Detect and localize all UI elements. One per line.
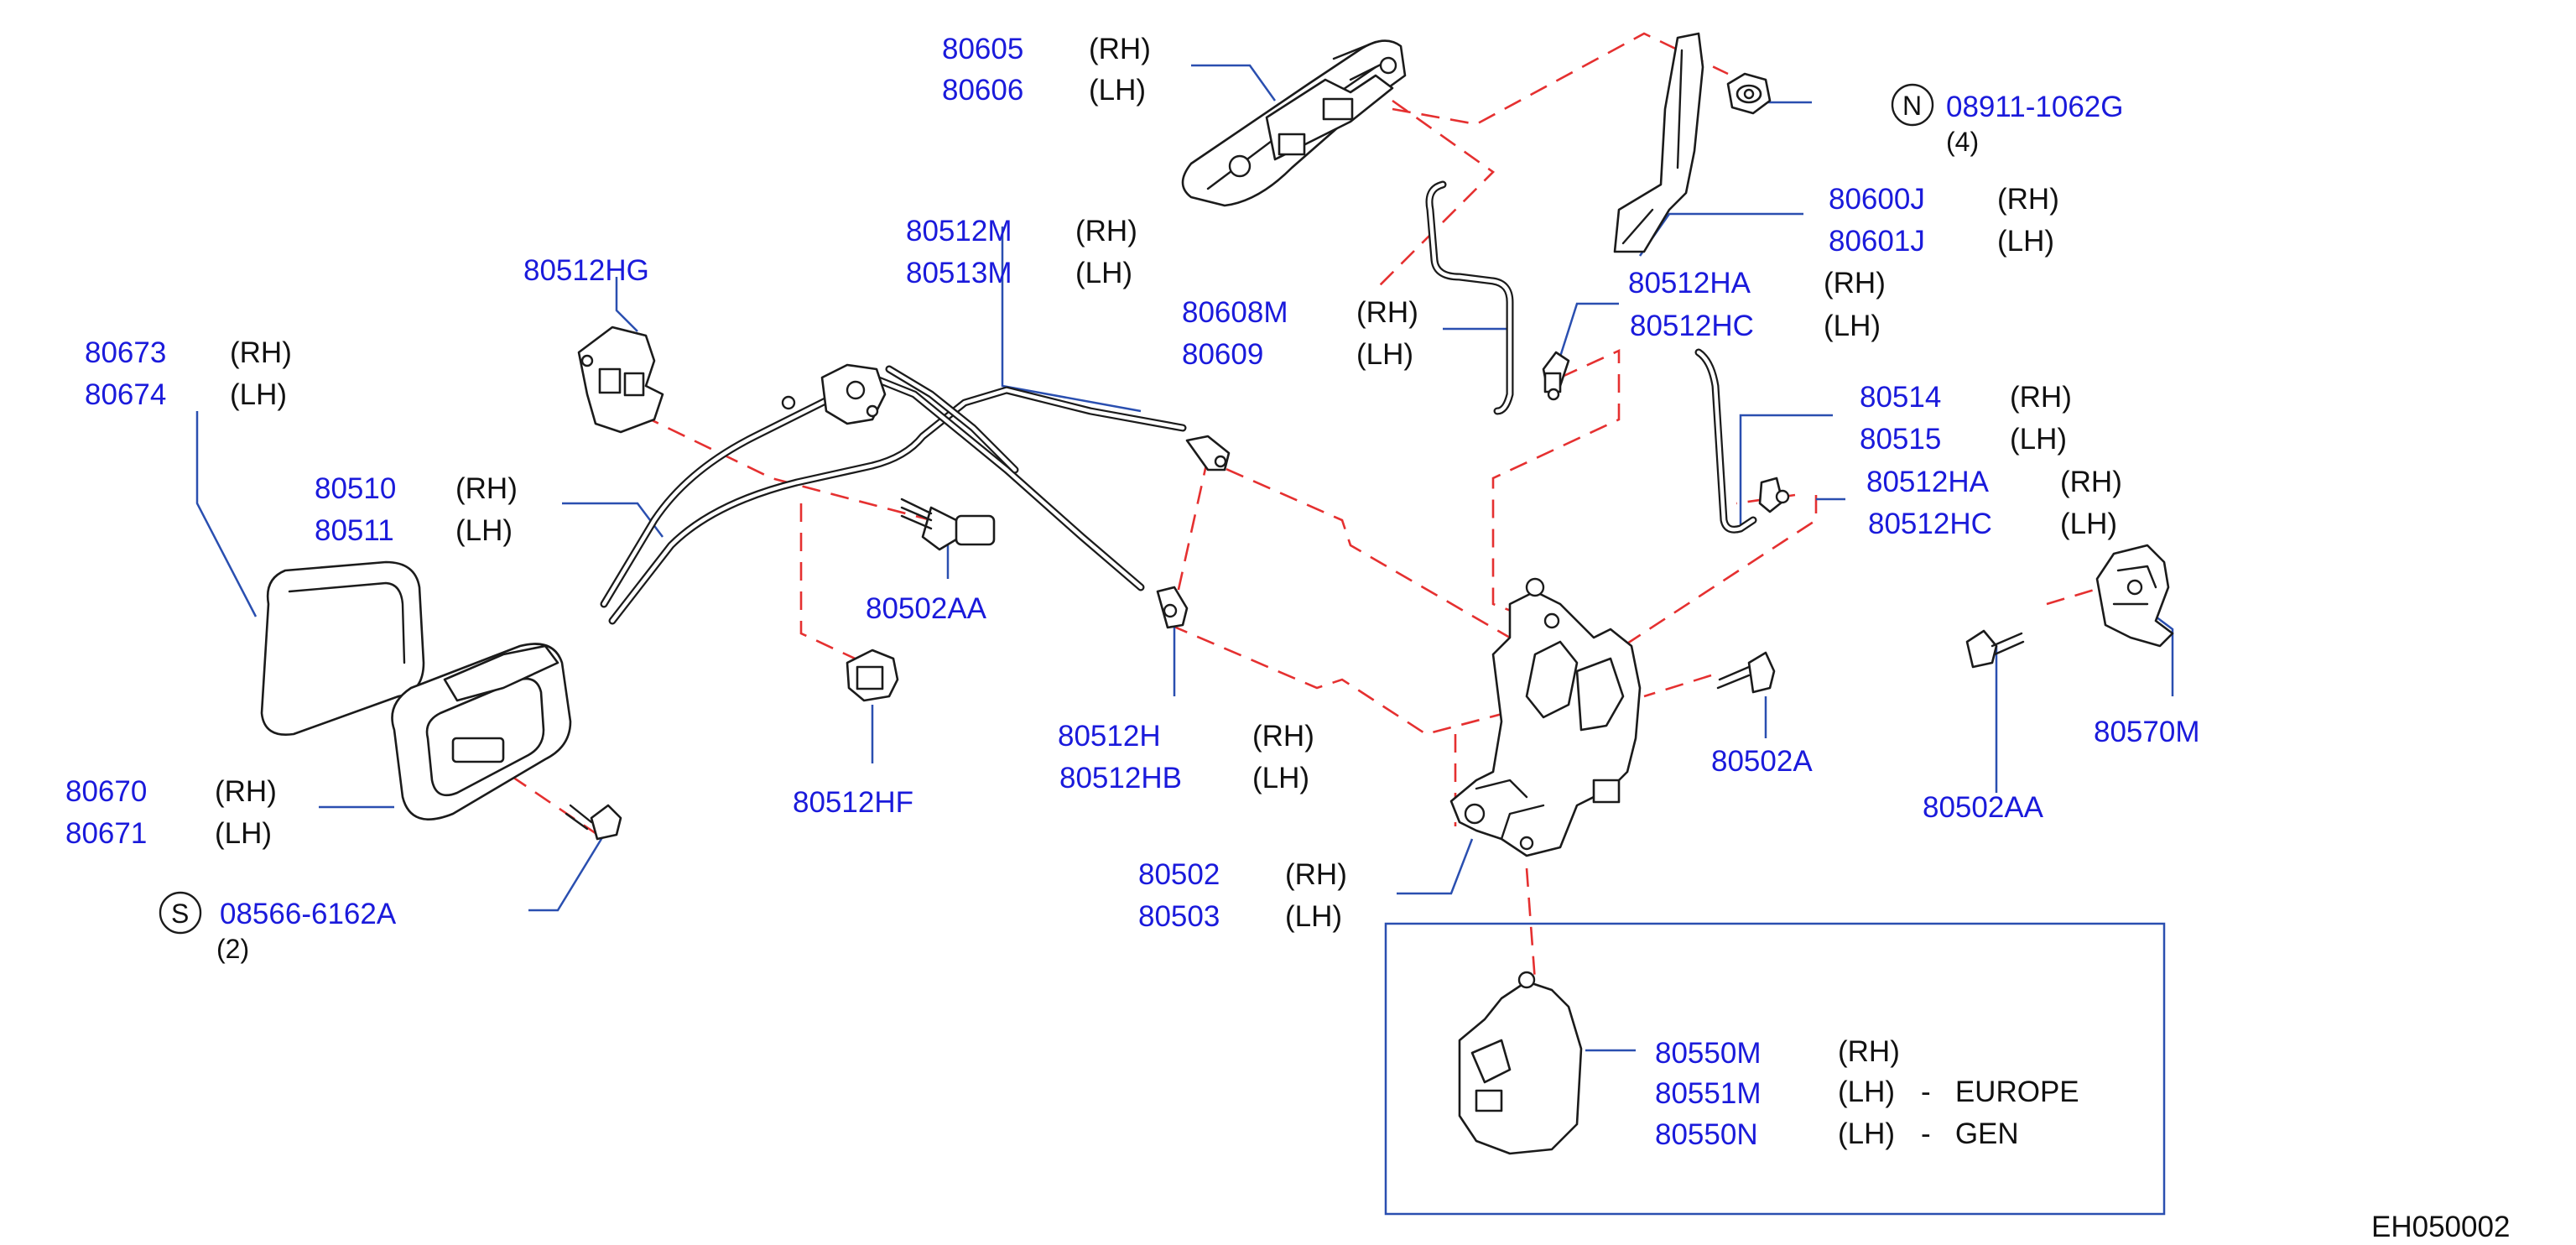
door-rod-80608M	[1425, 180, 1514, 415]
part-number-80503: 80503	[1138, 900, 1220, 933]
part-number-80512HC: 80512HC	[1868, 508, 1992, 540]
part-number-80512HB: 80512HB	[1059, 762, 1182, 794]
side-label: (LH)	[1075, 257, 1132, 289]
side-label: (LH)	[455, 514, 513, 547]
part-number-80512HC: 80512HC	[1630, 310, 1754, 342]
side-label: (RH)	[1285, 858, 1347, 891]
part-number-80502AA: 80502AA	[866, 592, 987, 625]
side-label: (RH)	[1824, 267, 1886, 300]
inside-handle-housing	[391, 643, 572, 820]
symbol-label-n: N	[1902, 91, 1922, 121]
part-number-80512HA: 80512HA	[1628, 267, 1751, 300]
side-label: (RH)	[1089, 33, 1151, 65]
side-label: (LH)	[1285, 900, 1342, 933]
screw-left	[900, 497, 996, 551]
side-label: (LH)	[1356, 338, 1413, 371]
side-label: (RH)	[2060, 466, 2122, 498]
variant-inset-frame	[1384, 922, 2166, 1216]
part-number-80551M: 80551M	[1655, 1077, 1761, 1110]
part-number-80511: 80511	[315, 514, 394, 547]
callout-labels: 80605 (RH) 80606 (LH) N 08911-1062G (4) …	[65, 33, 2510, 1243]
part-number-80609: 80609	[1182, 338, 1263, 371]
handle-escutcheon	[260, 560, 425, 737]
side-label: (RH)	[2010, 381, 2072, 414]
symbol-label-s: S	[171, 899, 189, 929]
handle-bracket	[1613, 32, 1704, 253]
side-label: (LH)	[1838, 1076, 1895, 1108]
part-number-80513M: 80513M	[906, 257, 1012, 289]
striker-screw	[1965, 629, 2025, 669]
diagram-code: EH050002	[2371, 1211, 2510, 1243]
part-number-80550N: 80550N	[1655, 1118, 1758, 1151]
nut	[1726, 72, 1772, 115]
handle-screw	[565, 804, 622, 841]
lock-clip-80512HG	[577, 326, 664, 434]
leader-lines	[195, 64, 2174, 1052]
side-label: (LH)	[1997, 225, 2054, 258]
door-rod-80514	[1694, 348, 1757, 534]
part-number-80512H: 80512H	[1058, 720, 1161, 753]
market-note: - EUROPE	[1921, 1076, 2079, 1108]
side-label: (RH)	[455, 472, 518, 505]
part-number-80605: 80605	[942, 33, 1023, 65]
part-number-80512M: 80512M	[906, 215, 1012, 247]
part-number-80601J: 80601J	[1829, 225, 1925, 258]
side-label: (RH)	[1997, 183, 2059, 216]
bellcrank-joint	[781, 363, 887, 425]
side-label: (RH)	[1356, 296, 1418, 329]
part-number-80515: 80515	[1860, 423, 1941, 456]
n-symbol-icon	[1891, 83, 1934, 127]
quantity-label: (2)	[216, 934, 249, 964]
side-label: (LH)	[1089, 74, 1146, 107]
part-number-80570M: 80570M	[2094, 716, 2199, 748]
side-label: (LH)	[2010, 423, 2067, 456]
part-number-08566-6162A: 08566-6162A	[220, 898, 397, 930]
part-number-80550M: 80550M	[1655, 1037, 1761, 1070]
part-number-80674: 80674	[85, 378, 166, 411]
part-number-80502AA: 80502AA	[1923, 791, 2044, 824]
part-number-80514: 80514	[1860, 381, 1941, 414]
side-label: (LH)	[1838, 1117, 1895, 1150]
door-lock-actuator	[1449, 577, 1642, 857]
part-number-80600J: 80600J	[1829, 183, 1925, 216]
s-symbol-icon	[159, 891, 202, 935]
outside-door-handle	[1181, 39, 1407, 207]
lock-screw	[1716, 651, 1776, 694]
rod-clip-top	[1542, 351, 1570, 401]
part-number-80673: 80673	[85, 336, 166, 369]
door-lock-variant	[1458, 971, 1583, 1155]
side-label: (RH)	[1252, 720, 1314, 753]
part-number-80512HG: 80512HG	[523, 254, 649, 287]
side-label: (RH)	[215, 775, 277, 808]
rod-connector-80512H	[1156, 435, 1231, 629]
side-label: (RH)	[1075, 215, 1137, 247]
market-note: - GEN	[1921, 1117, 2019, 1150]
inside-handle-cables	[600, 365, 1187, 625]
part-number-80606: 80606	[942, 74, 1023, 107]
part-number-08911-1062G: 08911-1062G	[1946, 91, 2123, 123]
side-label: (LH)	[230, 378, 287, 411]
part-number-80512HF: 80512HF	[793, 786, 913, 819]
lock-clip-80512HF	[846, 649, 899, 702]
part-number-80608M: 80608M	[1182, 296, 1288, 329]
side-label: (RH)	[1838, 1035, 1900, 1068]
part-number-80671: 80671	[65, 817, 147, 850]
side-label: (RH)	[230, 336, 292, 369]
part-number-80502A: 80502A	[1711, 745, 1813, 778]
part-number-80670: 80670	[65, 775, 147, 808]
side-label: (LH)	[2060, 508, 2117, 540]
door-striker	[2095, 544, 2174, 648]
part-number-80510: 80510	[315, 472, 396, 505]
side-label: (LH)	[215, 817, 272, 850]
rod-clip-mid	[1758, 477, 1790, 513]
side-label: (LH)	[1824, 310, 1881, 342]
part-number-80512HA: 80512HA	[1866, 466, 1990, 498]
side-label: (LH)	[1252, 762, 1309, 794]
quantity-label: (4)	[1946, 127, 1979, 157]
part-number-80502: 80502	[1138, 858, 1220, 891]
